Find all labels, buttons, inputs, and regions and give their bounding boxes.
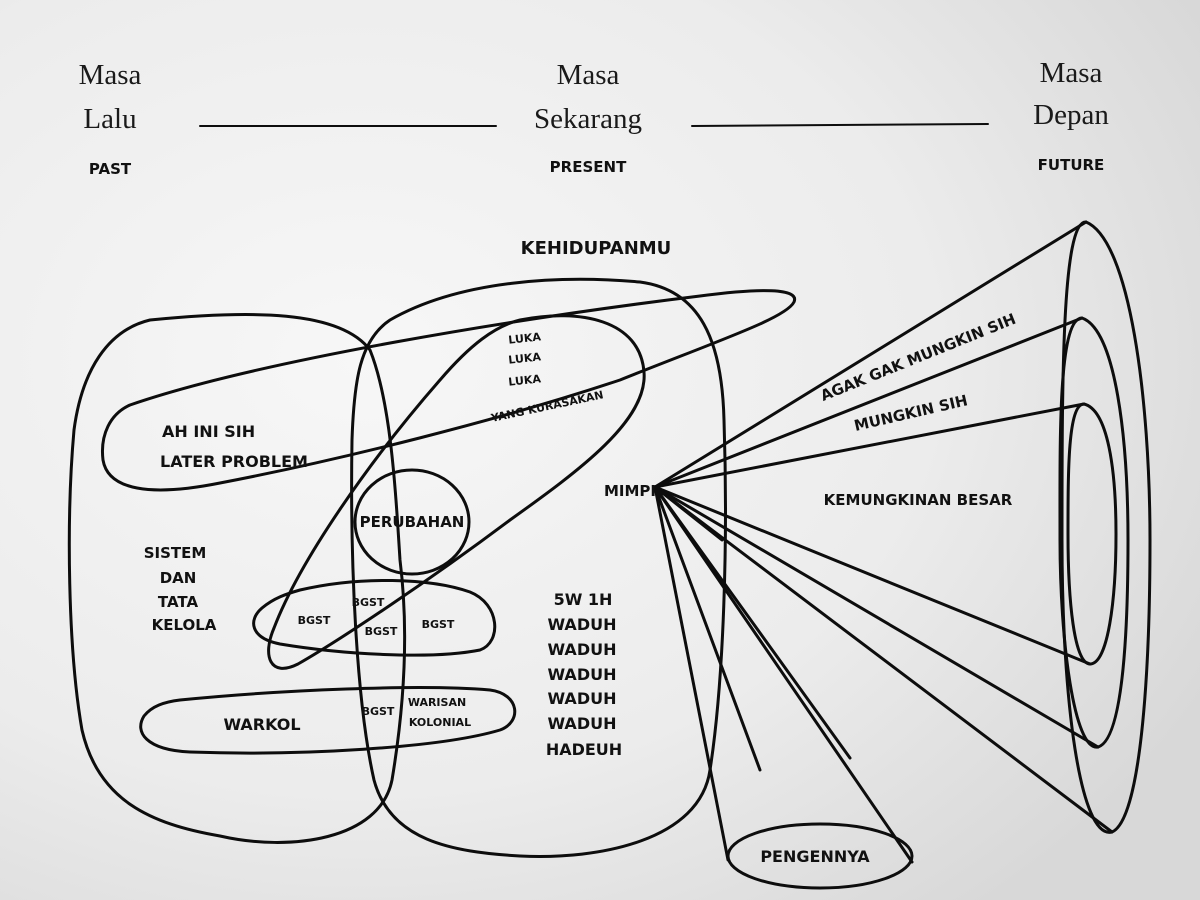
- future-label: FUTURE: [1038, 156, 1105, 174]
- perubahan-text: PERUBAHAN: [360, 513, 465, 531]
- bgst-text-2: BGST: [298, 614, 331, 627]
- present-title-line2: Sekarang: [534, 103, 642, 135]
- sistem-text-3: TATA: [158, 593, 199, 611]
- bgst-text-5: BGST: [362, 705, 395, 718]
- sistem-text-1: SISTEM: [144, 544, 207, 562]
- past-label: PAST: [89, 160, 132, 178]
- kolonial-text: KOLONIAL: [409, 716, 471, 729]
- kemungkinan-besar-text: KEMUNGKINAN BESAR: [824, 491, 1013, 509]
- fivew-text-6: WADUH: [548, 714, 617, 733]
- fivew-text-3: WADUH: [548, 640, 617, 659]
- ah-ini-sih-text: AH INI SIH: [162, 422, 255, 441]
- fivew-text-7: HADEUH: [546, 740, 622, 759]
- fivew-text-1: 5W 1H: [554, 590, 613, 609]
- fivew-text-2: WADUH: [548, 615, 617, 634]
- later-problem-text: LATER PROBLEM: [160, 452, 308, 471]
- warkol-text: WARKOL: [223, 715, 300, 734]
- pengennya-text: PENGENNYA: [760, 847, 870, 866]
- future-title-line2: Depan: [1033, 99, 1109, 131]
- mimpi-text: MIMPI: [604, 482, 656, 500]
- future-title-line1: Masa: [1040, 57, 1103, 89]
- bgst-text-3: BGST: [365, 625, 398, 638]
- warisan-text: WARISAN: [408, 696, 466, 709]
- fivew-text-5: WADUH: [548, 689, 617, 708]
- fivew-text-4: WADUH: [548, 665, 617, 684]
- past-title-line2: Lalu: [83, 103, 136, 135]
- bgst-text-1: BGST: [352, 596, 385, 609]
- present-label: PRESENT: [550, 158, 627, 176]
- present-title-line1: Masa: [557, 59, 620, 91]
- kehidupanmu-title: KEHIDUPANMU: [521, 238, 672, 259]
- bgst-text-4: BGST: [422, 618, 455, 631]
- sistem-text-2: DAN: [160, 569, 197, 587]
- past-title-line1: Masa: [79, 59, 142, 91]
- sistem-text-4: KELOLA: [152, 616, 217, 634]
